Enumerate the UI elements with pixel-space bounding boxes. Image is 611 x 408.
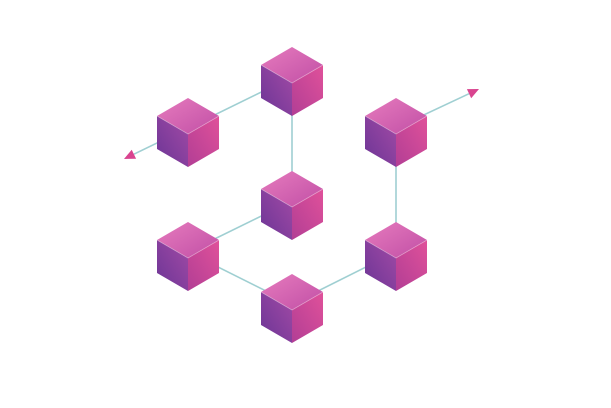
cube-right-face [292,65,323,116]
cube-upper-right-icon [364,98,428,167]
cube-right-face [396,240,427,291]
cube-right-face [396,116,427,167]
cube-mid-left-icon [156,222,220,291]
cube-left-face [365,240,396,291]
cubes-layer [156,47,428,343]
cube-bottom-icon [260,274,324,343]
cube-left-face [157,240,188,291]
cube-right-face [292,189,323,240]
cube-right-face [188,116,219,167]
cube-top-icon [260,47,324,116]
cube-right-face [188,240,219,291]
cube-mid-right-icon [364,222,428,291]
cube-left-face [261,189,292,240]
cube-upper-left-icon [156,98,220,167]
cube-left-face [157,116,188,167]
cube-left-face [261,65,292,116]
cube-left-face [365,116,396,167]
cube-left-face [261,292,292,343]
cube-center-icon [260,171,324,240]
cube-right-face [292,292,323,343]
